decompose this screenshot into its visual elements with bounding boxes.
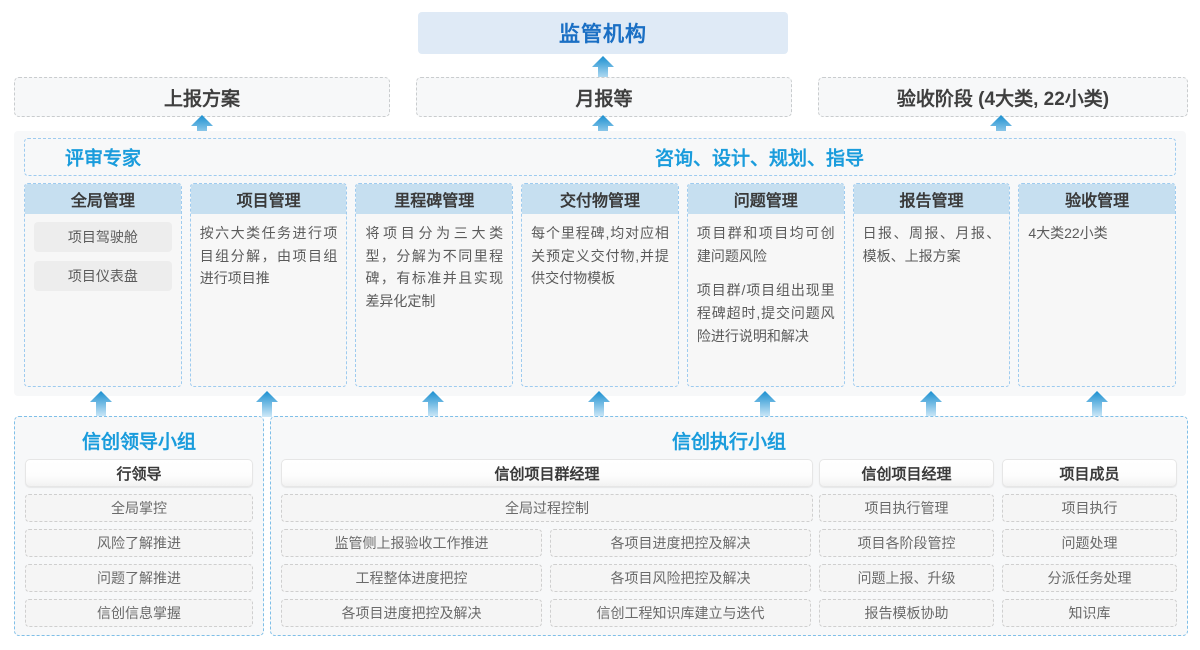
arrow-up-icon-card-2 (256, 391, 278, 417)
card-paragraph: 每个里程碑,均对应相关预定义交付物,并提供交付物模板 (531, 225, 669, 287)
card-title: 项目管理 (190, 184, 347, 214)
role-item[interactable]: 问题了解推进 (25, 564, 253, 592)
management-card-global[interactable]: 全局管理 项目驾驶舱 项目仪表盘 (24, 183, 182, 387)
arrow-up-icon-to-acceptance (990, 115, 1012, 141)
role-item[interactable]: 报告模板协助 (819, 599, 994, 627)
management-panel: 评审专家 咨询、设计、规划、指导 全局管理 项目驾驶舱 项目仪表盘 项目管理 按… (14, 131, 1186, 396)
arrow-up-icon-card-7 (1086, 391, 1108, 417)
card-pill[interactable]: 项目驾驶舱 (34, 222, 172, 252)
card-pill[interactable]: 项目仪表盘 (34, 261, 172, 291)
role-header-project-manager[interactable]: 信创项目经理 (819, 459, 994, 487)
role-item[interactable]: 各项目进度把控及解决 (281, 599, 542, 627)
card-title: 里程碑管理 (356, 184, 513, 214)
card-body: 每个里程碑,均对应相关预定义交付物,并提供交付物模板 (522, 214, 678, 386)
card-body: 日报、周报、月报、模板、上报方案 (854, 214, 1010, 386)
role-item[interactable]: 项目执行 (1002, 494, 1177, 522)
card-body: 4大类22小类 (1019, 214, 1175, 386)
role-item[interactable]: 工程整体进度把控 (281, 564, 542, 592)
leading-group-column: 行领导 全局掌控 风险了解推进 问题了解推进 信创信息掌握 (25, 459, 253, 627)
card-paragraph: 日报、周报、月报、模板、上报方案 (862, 225, 1001, 264)
leading-group-panel: 信创领导小组 行领导 全局掌控 风险了解推进 问题了解推进 信创信息掌握 (14, 416, 264, 636)
role-item[interactable]: 问题上报、升级 (819, 564, 994, 592)
card-paragraph: 按六大类任务进行项目组分解，由项目组进行项目推 (199, 225, 338, 287)
card-paragraph: 4大类22小类 (1028, 225, 1108, 241)
arrow-up-icon-card-6 (920, 391, 942, 417)
management-card-report[interactable]: 报告管理 日报、周报、月报、模板、上报方案 (852, 183, 1011, 387)
role-item[interactable]: 各项目风险把控及解决 (550, 564, 811, 592)
channel-label: 上报方案 (163, 88, 240, 110)
supervisor-box: 监管机构 (418, 12, 788, 54)
card-title: 问题管理 (687, 184, 844, 214)
channel-box-plan: 上报方案 (14, 77, 390, 117)
arrow-up-icon-card-3 (422, 391, 444, 417)
channel-box-acceptance: 验收阶段 (4大类, 22小类) (818, 77, 1188, 117)
channel-box-monthly: 月报等 (416, 77, 792, 117)
role-item[interactable]: 监管侧上报验收工作推进 (281, 529, 542, 557)
management-card-issue[interactable]: 问题管理 项目群和项目均可创建问题风险 项目群/项目组出现里程碑超时,提交问题风… (686, 183, 845, 387)
card-body: 项目驾驶舱 项目仪表盘 (25, 214, 181, 386)
card-body: 按六大类任务进行项目组分解，由项目组进行项目推 (191, 214, 347, 386)
review-expert-label: 评审专家 (65, 148, 142, 170)
management-card-acceptance[interactable]: 验收管理 4大类22小类 (1018, 183, 1177, 387)
project-member-column: 项目成员 项目执行 问题处理 分派任务处理 知识库 (1002, 459, 1177, 627)
execution-group-title: 信创执行小组 (671, 432, 786, 453)
role-item[interactable]: 风险了解推进 (25, 529, 253, 557)
role-item[interactable]: 问题处理 (1002, 529, 1177, 557)
management-card-milestone[interactable]: 里程碑管理 将项目分为三大类型，分解为不同里程碑，有标准并且实现差异化定制 (355, 183, 514, 387)
leading-group-title: 信创领导小组 (81, 432, 196, 453)
management-card-project[interactable]: 项目管理 按六大类任务进行项目组分解，由项目组进行项目推 (189, 183, 348, 387)
program-manager-column: 信创项目群经理 全局过程控制 监管侧上报验收工作推进 工程整体进度把控 各项目进… (281, 459, 813, 627)
supervisor-label: 监管机构 (559, 23, 647, 46)
role-item[interactable]: 项目各阶段管控 (819, 529, 994, 557)
arrow-up-icon-to-plan (191, 115, 213, 141)
card-body: 项目群和项目均可创建问题风险 项目群/项目组出现里程碑超时,提交问题风险进行说明… (688, 214, 844, 386)
card-paragraph: 项目群和项目均可创建问题风险 (696, 225, 835, 264)
execution-group-panel: 信创执行小组 信创项目群经理 全局过程控制 监管侧上报验收工作推进 工程整体进度… (270, 416, 1188, 636)
role-item[interactable]: 信创工程知识库建立与迭代 (550, 599, 811, 627)
channel-label: 验收阶段 (4大类, 22小类) (896, 88, 1110, 110)
management-card-list: 全局管理 项目驾驶舱 项目仪表盘 项目管理 按六大类任务进行项目组分解，由项目组… (24, 183, 1177, 387)
role-header-program-manager[interactable]: 信创项目群经理 (281, 459, 813, 487)
arrow-up-icon-card-5 (754, 391, 776, 417)
role-item[interactable]: 全局掌控 (25, 494, 253, 522)
card-title: 验收管理 (1019, 184, 1176, 214)
arrow-up-icon-card-4 (588, 391, 610, 417)
role-item[interactable]: 全局过程控制 (281, 494, 813, 522)
card-body: 将项目分为三大类型，分解为不同里程碑，有标准并且实现差异化定制 (356, 214, 512, 386)
card-title: 报告管理 (853, 184, 1010, 214)
role-header-project-member[interactable]: 项目成员 (1002, 459, 1177, 487)
arrow-up-icon-to-supervisor (592, 56, 614, 82)
consulting-label: 咨询、设计、规划、指导 (655, 148, 865, 170)
role-item[interactable]: 各项目进度把控及解决 (550, 529, 811, 557)
execution-group-columns: 信创项目群经理 全局过程控制 监管侧上报验收工作推进 工程整体进度把控 各项目进… (281, 459, 1177, 627)
role-item[interactable]: 信创信息掌握 (25, 599, 253, 627)
management-panel-header: 评审专家 咨询、设计、规划、指导 (24, 138, 1176, 176)
project-manager-column: 信创项目经理 项目执行管理 项目各阶段管控 问题上报、升级 报告模板协助 (819, 459, 994, 627)
channel-label: 月报等 (575, 88, 633, 110)
card-paragraph: 将项目分为三大类型，分解为不同里程碑，有标准并且实现差异化定制 (365, 225, 504, 310)
arrow-up-icon-to-monthly (592, 115, 614, 141)
card-title: 交付物管理 (522, 184, 678, 214)
role-item[interactable]: 项目执行管理 (819, 494, 994, 522)
role-header-bank-leader[interactable]: 行领导 (25, 459, 253, 487)
role-item[interactable]: 知识库 (1002, 599, 1177, 627)
card-title: 全局管理 (25, 184, 181, 214)
management-card-deliverable[interactable]: 交付物管理 每个里程碑,均对应相关预定义交付物,并提供交付物模板 (521, 183, 679, 387)
role-item[interactable]: 分派任务处理 (1002, 564, 1177, 592)
arrow-up-icon-card-1 (90, 391, 112, 417)
card-paragraph: 项目群/项目组出现里程碑超时,提交问题风险进行说明和解决 (696, 282, 835, 344)
